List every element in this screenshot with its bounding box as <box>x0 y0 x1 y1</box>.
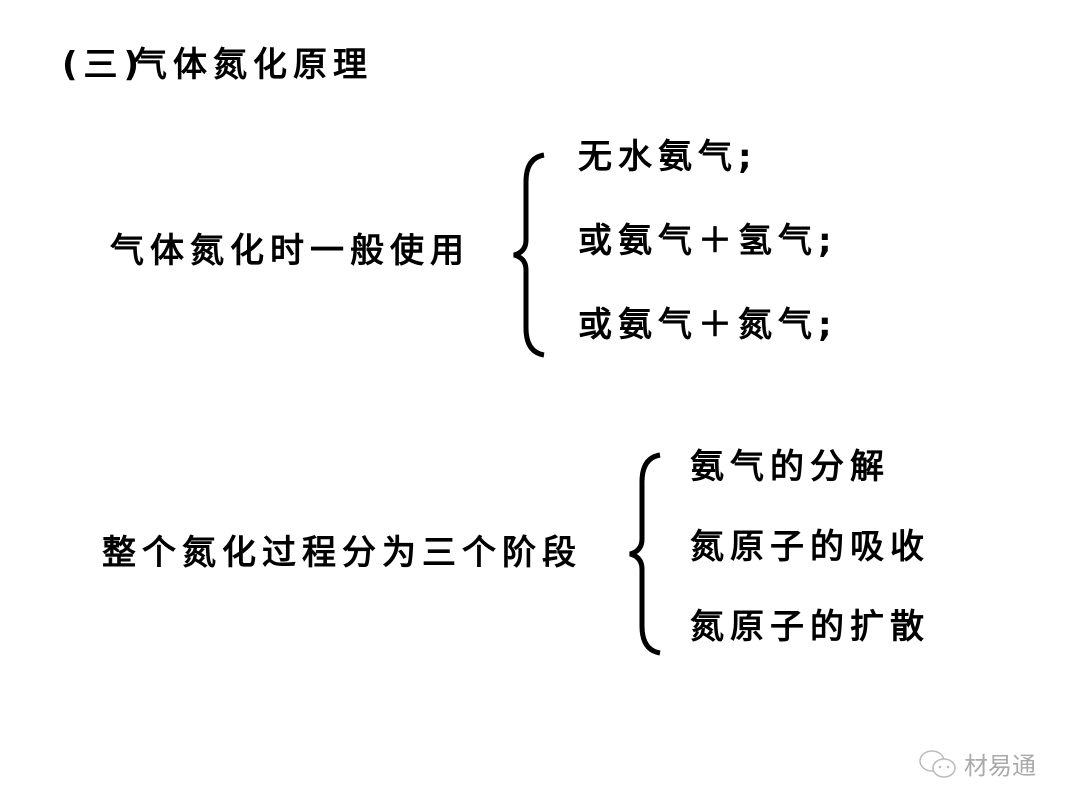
process-stage: 氮原子的吸收 <box>690 527 930 567</box>
left-brace-icon <box>513 152 545 358</box>
process-label: 整个氮化过程分为三个阶段 <box>102 533 582 573</box>
gas-option: 或氨气＋氢气; <box>578 221 838 261</box>
title-number: (三) <box>62 45 146 85</box>
left-brace-icon <box>629 452 661 656</box>
watermark: 材易通 <box>918 746 1036 781</box>
gas-option: 或氨气＋氮气; <box>578 305 838 345</box>
gas-option: 无水氨气; <box>578 137 758 177</box>
watermark-text: 材易通 <box>964 752 1036 780</box>
process-stage: 氨气的分解 <box>690 447 890 487</box>
wechat-icon <box>919 749 956 778</box>
gas-usage-label: 气体氮化时一般使用 <box>110 231 470 271</box>
process-stage: 氮原子的扩散 <box>690 607 930 647</box>
slide-title: 气体氮化原理 <box>133 45 373 85</box>
